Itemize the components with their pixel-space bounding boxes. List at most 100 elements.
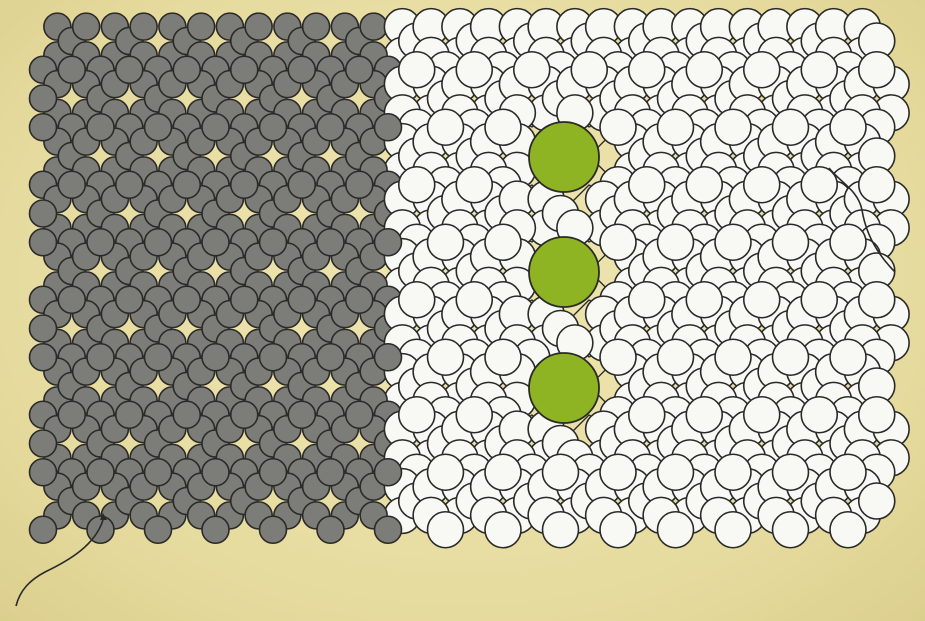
white-bead: [742, 165, 781, 204]
white-bead: [627, 280, 666, 319]
white-bead: [771, 338, 810, 377]
gray-bead: [201, 112, 230, 142]
gray-bead: [344, 285, 374, 315]
gray-bead: [86, 515, 115, 545]
gray-bead: [301, 12, 331, 41]
gray-bead: [71, 12, 101, 41]
gray-bead: [143, 227, 173, 257]
white-bead: [484, 223, 522, 262]
gray-bead: [28, 342, 58, 372]
gray-bead: [86, 112, 115, 142]
gray-bead: [316, 515, 345, 545]
white-bead: [627, 165, 666, 204]
gray-bead: [57, 285, 87, 315]
start-thread-arrow: [100, 513, 107, 520]
white-bead: [714, 510, 752, 549]
white-bead: [541, 453, 580, 492]
gray-bead: [86, 227, 115, 257]
white-bead: [714, 338, 752, 377]
white-bead: [484, 453, 522, 492]
white-bead: [857, 165, 896, 204]
white-bead: [570, 50, 609, 89]
white-bead: [829, 338, 867, 377]
gray-bead: [316, 457, 345, 487]
gray-bead: [258, 227, 288, 257]
white-bead: [426, 338, 465, 377]
gray-bead: [344, 400, 374, 430]
white-bead: [656, 510, 695, 549]
finish-thread-end: [828, 167, 896, 273]
gray-bead: [143, 112, 173, 142]
gray-bead: [172, 400, 202, 430]
green-bead: [528, 352, 600, 424]
white-bead: [656, 338, 695, 377]
gray-bead: [28, 84, 58, 113]
white-bead: [484, 510, 522, 549]
gray-bead: [359, 12, 388, 41]
start-thread-end: [15, 519, 104, 607]
gray-bead: [28, 457, 58, 487]
white-bead: [426, 453, 465, 492]
white-bead: [397, 50, 436, 89]
gray-bead: [28, 515, 58, 545]
white-bead: [455, 50, 494, 89]
white-bead: [800, 50, 839, 89]
gray-bead: [57, 55, 87, 85]
white-bead: [714, 453, 752, 492]
gray-bead: [57, 170, 87, 200]
white-bead: [426, 510, 465, 549]
white-bead: [455, 280, 494, 319]
gray-bead: [172, 55, 202, 85]
gray-bead: [287, 55, 317, 85]
white-bead: [426, 223, 465, 262]
gray-bead: [86, 342, 115, 372]
white-bead: [455, 395, 494, 434]
white-bead: [685, 50, 724, 89]
white-bead: [829, 510, 867, 549]
white-bead: [397, 165, 436, 204]
white-bead: [800, 165, 839, 204]
gray-bead: [114, 285, 144, 315]
gray-bead: [201, 515, 230, 545]
white-bead: [685, 280, 724, 319]
white-bead: [742, 280, 781, 319]
gray-bead: [258, 457, 288, 487]
white-bead: [742, 50, 781, 89]
gray-bead: [28, 314, 58, 343]
white-bead: [742, 395, 781, 434]
gray-bead: [201, 342, 230, 372]
white-bead: [771, 223, 810, 262]
white-bead: [484, 338, 522, 377]
white-bead: [426, 108, 465, 147]
white-bead: [829, 453, 867, 492]
gray-bead: [114, 400, 144, 430]
gray-bead: [373, 342, 403, 372]
gray-bead: [344, 170, 374, 200]
bead-layer: [28, 7, 910, 549]
gray-bead: [287, 285, 317, 315]
green-bead: [528, 236, 600, 308]
gray-bead: [28, 429, 58, 458]
gray-bead: [229, 285, 259, 315]
gray-bead: [28, 227, 58, 257]
white-bead: [685, 395, 724, 434]
white-bead: [484, 108, 522, 147]
white-bead: [829, 223, 867, 262]
white-bead: [656, 108, 695, 147]
white-bead: [599, 223, 637, 262]
gray-bead: [258, 342, 288, 372]
gray-bead: [287, 400, 317, 430]
white-bead: [857, 482, 896, 520]
white-bead: [771, 108, 810, 147]
gray-bead: [244, 12, 273, 41]
white-bead: [397, 395, 436, 434]
white-bead: [627, 395, 666, 434]
gray-bead: [186, 12, 216, 41]
gray-bead: [229, 400, 259, 430]
white-bead: [656, 223, 695, 262]
gray-bead: [316, 112, 345, 142]
gray-bead: [172, 170, 202, 200]
gray-bead: [373, 112, 403, 142]
